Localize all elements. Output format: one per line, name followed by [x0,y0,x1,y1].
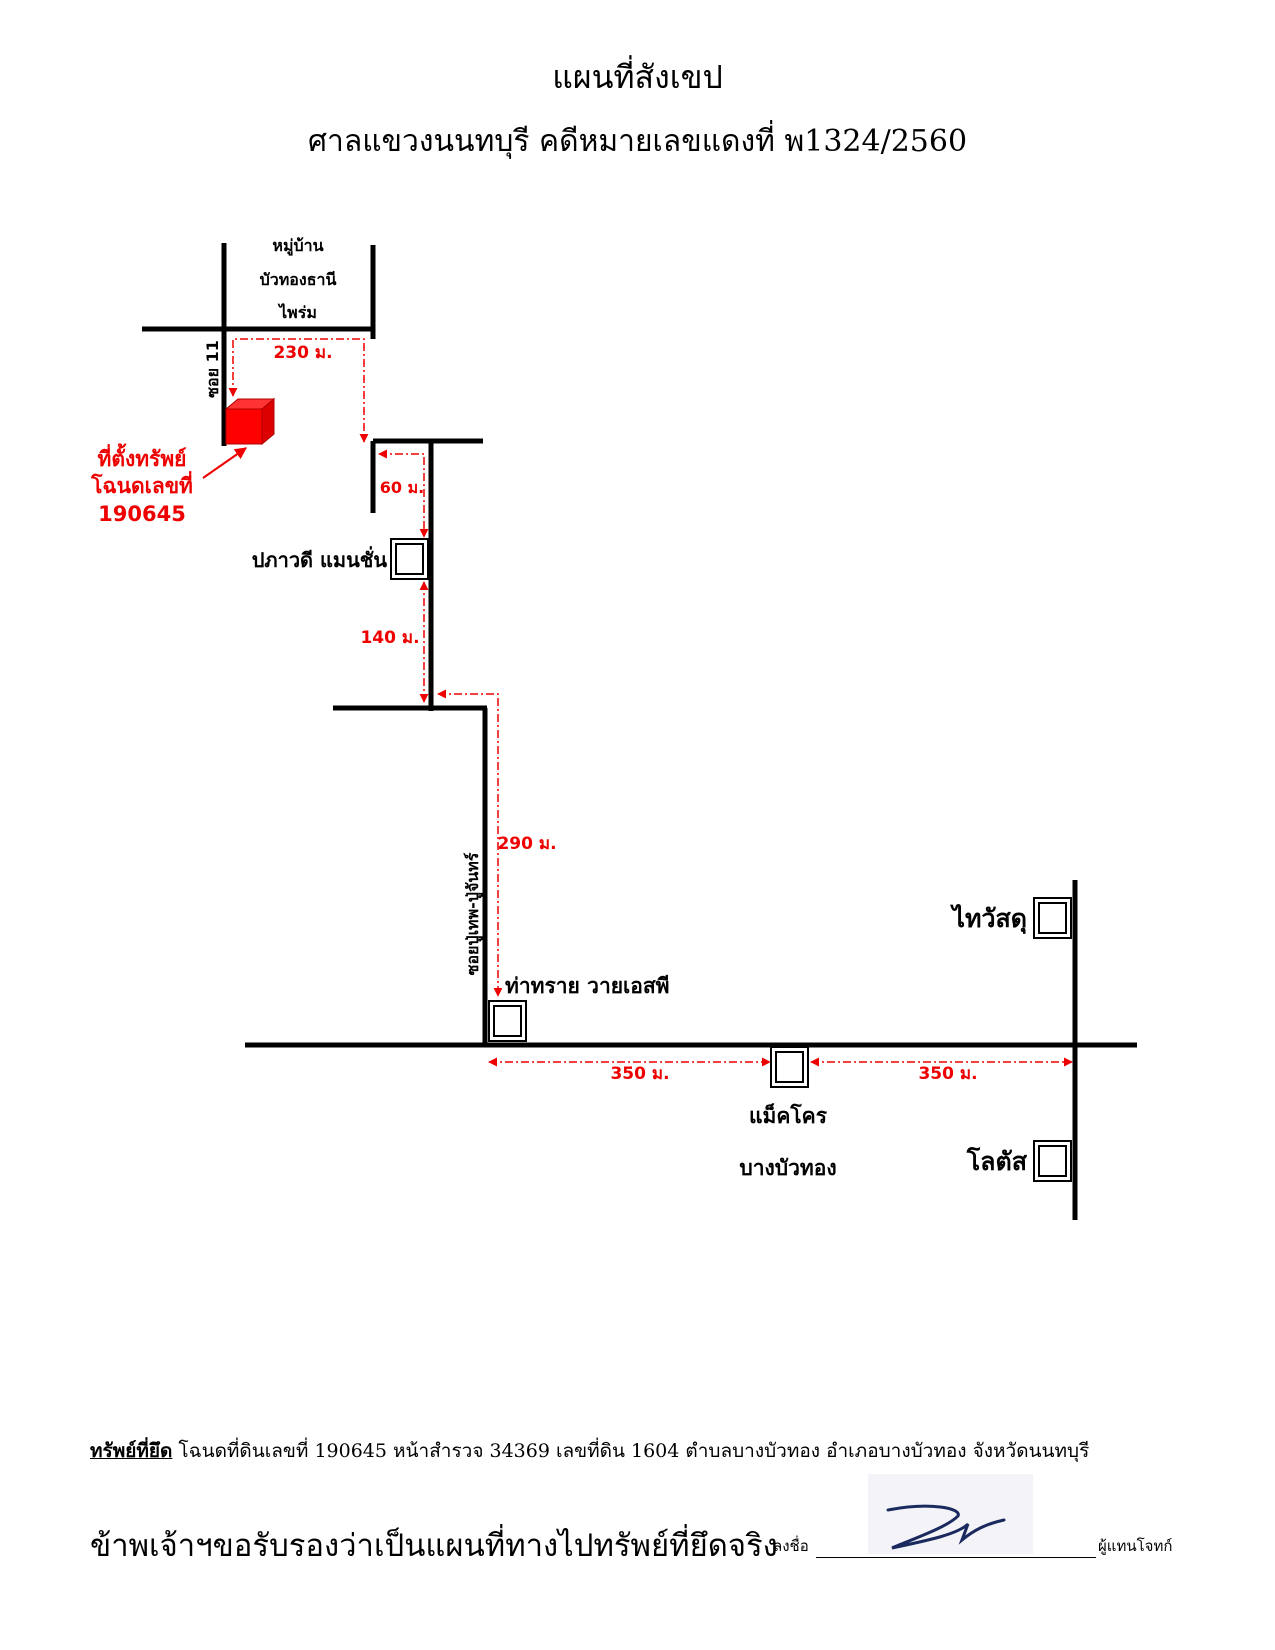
landmark-box-pavadee [390,538,429,580]
page-subtitle: ศาลแขวงนนทบุรี คดีหมายเลขแดงที่ พ1324/25… [307,124,968,159]
property-note: ทรัพย์ที่ยึด โฉนดที่ดินเลขที่ 190645 หน้… [90,1436,1089,1466]
village-label-line1: หมู่บ้าน [272,236,323,257]
route-290 [437,689,503,997]
property-pointer [202,447,247,479]
makro-label-line2: บางบัวทอง [739,1156,836,1180]
property-label-line2: โฉนดเลขที่ [90,470,193,498]
village-label-line3: ไพร่ม [277,303,317,322]
tasai-label: ท่าทราย วายเอสพี [505,974,670,998]
village-label-line2: บัวทองธานี [260,270,337,289]
page-title: แผนที่สังเขป [552,58,723,96]
property-label-line1: ที่ตั้งทรัพย์ [97,443,186,471]
signature-line [816,1557,1096,1558]
property-note-text: โฉนดที่ดินเลขที่ 190645 หน้าสำรวจ 34369 … [172,1440,1090,1462]
landmark-box-makro [770,1046,809,1088]
property-marker [224,397,276,446]
route-60 [378,449,429,538]
property-note-heading: ทรัพย์ที่ยึด [90,1440,173,1462]
makro-label-line1: แม็คโคร [749,1102,828,1128]
distance-230-label: 230 ม. [273,343,332,363]
certification-statement: ข้าพเจ้าฯขอรับรองว่าเป็นแผนที่ทางไปทรัพย… [90,1528,778,1564]
thaiwatsadu-label: ไทวัสดุ [949,903,1027,935]
distance-350-left-label: 350 ม. [610,1064,669,1084]
lotus-label: โลตัส [966,1146,1028,1176]
sign-role: ผู้แทนโจทก์ [1098,1537,1173,1555]
landmark-box-lotus [1033,1140,1072,1182]
property-label-line3: 190645 [98,502,186,526]
landmark-box-thaiwatsadu [1033,897,1072,939]
soi-11-label: ซอย 11 [203,340,222,398]
signature [868,1474,1033,1554]
distance-60-label: 60 ม. [380,478,424,497]
pavadee-label: ปภาวดี แมนชั่น [252,545,388,572]
distance-350-right-label: 350 ม. [918,1064,977,1084]
landmark-box-tasai [488,1000,527,1042]
sign-label: ลงชื่อ [773,1537,809,1555]
distance-290-label: 290 ม. [497,834,556,854]
route [228,338,1073,1067]
route-230 [228,338,369,443]
soi-poothep-label: ซอยปู่เทพ-ปู่จันทร์ [463,852,484,975]
distance-140-label: 140 ม. [360,628,419,648]
